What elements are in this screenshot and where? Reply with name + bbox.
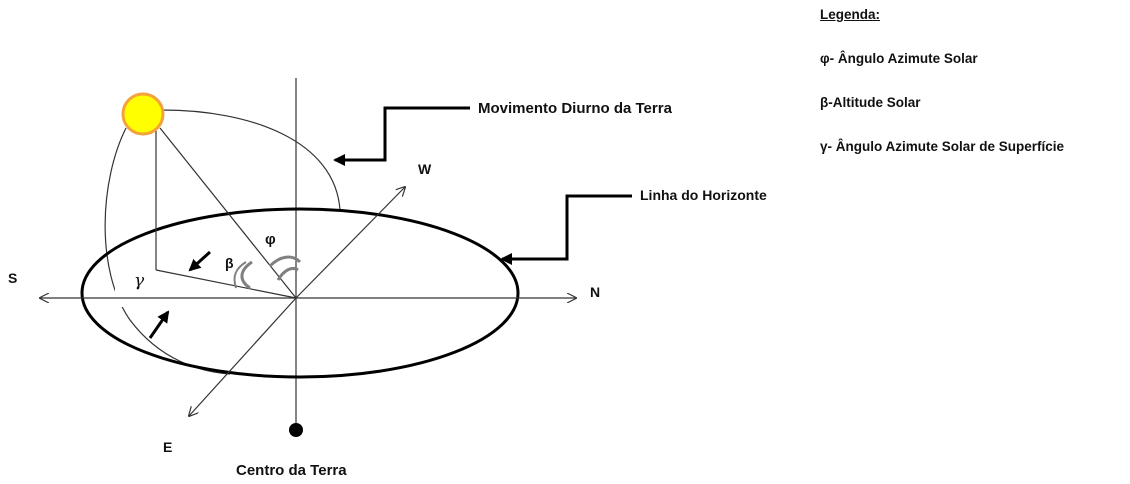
movimento-label: Movimento Diurno da Terra — [478, 100, 673, 117]
gamma-arrow-bottom — [148, 310, 170, 339]
legend-item-beta: β-Altitude Solar — [820, 95, 921, 110]
horizonte-label: Linha do Horizonte — [640, 187, 767, 203]
legend: Legenda: φ- Ângulo Azimute Solar β-Altit… — [820, 4, 1064, 180]
west-label: W — [418, 161, 432, 177]
north-label: N — [590, 284, 600, 300]
gamma-arrow-top — [188, 250, 212, 272]
sun-path-arc-right — [161, 109, 341, 211]
west-axis-arrow — [295, 187, 405, 299]
centro-label: Centro da Terra — [236, 462, 347, 479]
east-axis-arrow — [189, 297, 297, 416]
phi-angle-arc-2 — [276, 266, 299, 281]
earth-center-dot — [289, 423, 303, 437]
horizon-ellipse — [80, 207, 520, 379]
gamma-label: γ — [134, 271, 145, 291]
movimento-callout-arrow — [333, 106, 470, 166]
horizonte-callout-arrow — [500, 194, 632, 265]
phi-angle-arc — [268, 255, 302, 268]
phi-label: φ — [265, 231, 276, 248]
beta-angle-arc — [240, 260, 253, 290]
sun-ray-line — [159, 127, 297, 299]
legend-title: Legenda: — [820, 7, 881, 22]
gamma-gap — [115, 285, 129, 307]
solar-angle-diagram: Movimento Diurno da Terra Linha do Horiz… — [8, 78, 767, 479]
south-label: S — [8, 270, 17, 286]
east-label: E — [163, 439, 172, 455]
beta-label: β — [225, 255, 234, 271]
legend-item-gamma: γ- Ângulo Azimute Solar de Superfície — [820, 139, 1065, 154]
sun — [121, 92, 165, 136]
legend-item-phi: φ- Ângulo Azimute Solar — [820, 51, 978, 66]
sun-projection-line — [155, 269, 297, 299]
sun-path-arc-left — [104, 127, 231, 375]
beta-angle-arc-2 — [233, 261, 247, 289]
